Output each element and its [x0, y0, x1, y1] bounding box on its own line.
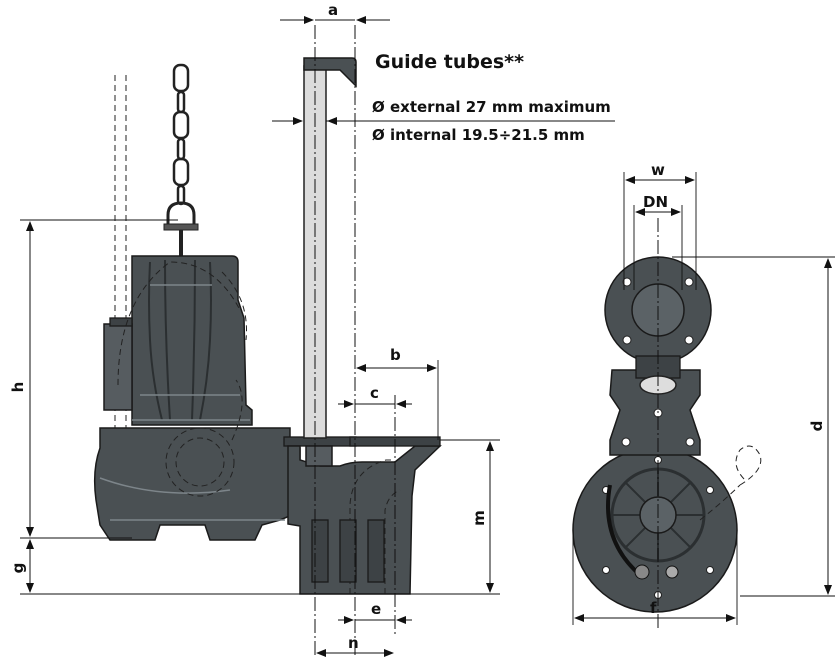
pump-volute — [93, 427, 301, 541]
dim-label-e: e — [371, 600, 381, 618]
dim-label-b: b — [390, 346, 401, 364]
internal-diameter-note: Ø internal 19.5÷21.5 mm — [372, 126, 585, 144]
dim-label-n: n — [348, 634, 359, 652]
bracket-hole — [621, 437, 631, 447]
coupling-foot — [283, 436, 442, 595]
guide-tubes-title: Guide tubes** — [375, 51, 524, 73]
dimension-b — [356, 360, 439, 440]
dim-label-dn: DN — [643, 193, 668, 211]
dim-label-h: h — [9, 382, 27, 393]
elbow-hidden-line — [384, 489, 401, 594]
dim-label-d: d — [808, 421, 826, 432]
dim-label-w: w — [651, 161, 665, 179]
motor-hidden-outline — [117, 261, 241, 386]
float-hidden-outline — [735, 445, 762, 486]
dimension-dn — [633, 205, 683, 290]
dimension-g — [20, 537, 500, 595]
dim-label-c: c — [370, 384, 379, 402]
cable-box — [103, 323, 133, 411]
pump-side-view — [93, 63, 301, 541]
external-diameter-note: Ø external 27 mm maximum — [372, 98, 611, 116]
float-hidden-outline — [699, 484, 741, 521]
lifting-frame — [132, 259, 250, 421]
foot-ribs — [311, 519, 385, 583]
chain-icon — [172, 63, 190, 206]
bracket-hole — [685, 437, 695, 447]
dimension-h — [20, 219, 178, 537]
flange-bolt-holes — [622, 277, 694, 345]
foot-body — [287, 445, 442, 595]
dim-label-g: g — [9, 563, 27, 574]
guide-tube — [303, 57, 357, 439]
dim-label-m: m — [470, 510, 488, 526]
discharge-hidden-circle — [165, 427, 235, 497]
cable-gland — [634, 564, 650, 580]
dimension-m — [440, 439, 500, 593]
dim-label-f: f — [650, 599, 657, 617]
plug — [665, 565, 679, 579]
lifting-shackle-icon — [163, 201, 199, 258]
dimension-d — [672, 256, 835, 597]
dim-label-a: a — [328, 1, 338, 19]
dimension-f — [572, 530, 738, 625]
tube-seat — [305, 445, 333, 467]
dimension-w — [623, 172, 697, 290]
guide-tube-bracket — [303, 57, 357, 88]
elbow-hidden-line — [349, 459, 395, 594]
power-cable — [606, 484, 642, 577]
discharge-hidden-circle — [175, 437, 225, 487]
motor-housing — [131, 255, 253, 426]
pump-front-view — [572, 256, 762, 613]
volute-bolts — [602, 456, 714, 599]
